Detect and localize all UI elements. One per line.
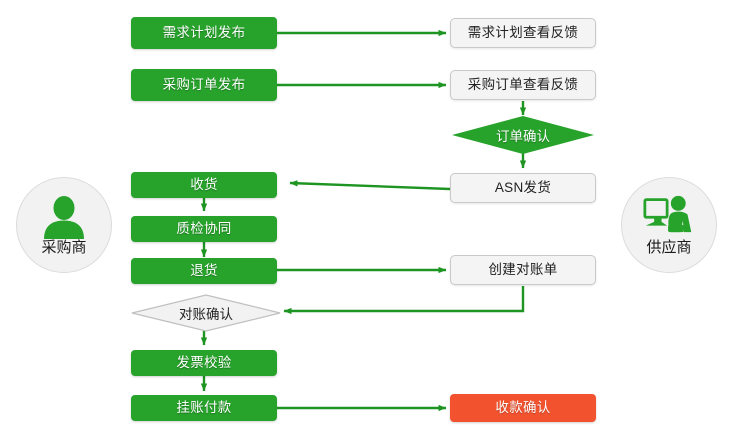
node-demand-plan-feedback[interactable]: 需求计划查看反馈 [450,18,596,48]
node-label: 收款确认 [495,400,551,416]
node-label: 退货 [190,263,218,279]
node-qc-collab[interactable]: 质检协同 [131,216,277,242]
node-create-statement[interactable]: 创建对账单 [450,255,596,285]
diamond-shape [452,116,594,154]
node-label: 挂账付款 [176,400,232,416]
node-po-publish[interactable]: 采购订单发布 [131,69,277,101]
node-label: 采购订单查看反馈 [467,77,579,93]
node-label: 发票校验 [176,355,232,371]
node-demand-plan-publish[interactable]: 需求计划发布 [131,17,277,49]
diamond-shape [131,294,281,332]
node-label: ASN发货 [494,180,552,196]
node-invoice-verify[interactable]: 发票校验 [131,350,277,376]
node-statement-confirm[interactable]: 对账确认 [131,294,281,332]
node-label: 质检协同 [176,221,232,237]
node-asn-ship[interactable]: ASN发货 [450,173,596,203]
node-label: 需求计划发布 [162,25,246,41]
actor-label-buyer: 采购商 [41,239,87,256]
node-label: 收货 [190,177,218,193]
node-order-confirm[interactable]: 订单确认 [452,116,594,154]
node-label: 创建对账单 [488,262,558,278]
node-label: 需求计划查看反馈 [467,25,579,41]
edge-create-statement-to-statement-confirm [283,286,525,315]
node-label: 对账确认 [179,307,233,322]
node-return-goods[interactable]: 退货 [131,258,277,284]
node-label: 采购订单发布 [162,77,246,93]
node-payable-payment[interactable]: 挂账付款 [131,395,277,421]
node-label: 订单确认 [496,129,550,144]
person-icon [38,195,90,239]
person-at-computer-icon [643,195,695,239]
node-receive-goods[interactable]: 收货 [131,172,277,198]
node-receipt-confirm[interactable]: 收款确认 [450,394,596,422]
actor-badge-supplier[interactable]: 供应商 [621,177,717,273]
edge-asn-to-receive-goods [289,180,451,191]
actor-label-supplier: 供应商 [646,239,692,256]
actor-badge-buyer[interactable]: 采购商 [16,177,112,273]
node-po-feedback[interactable]: 采购订单查看反馈 [450,70,596,100]
